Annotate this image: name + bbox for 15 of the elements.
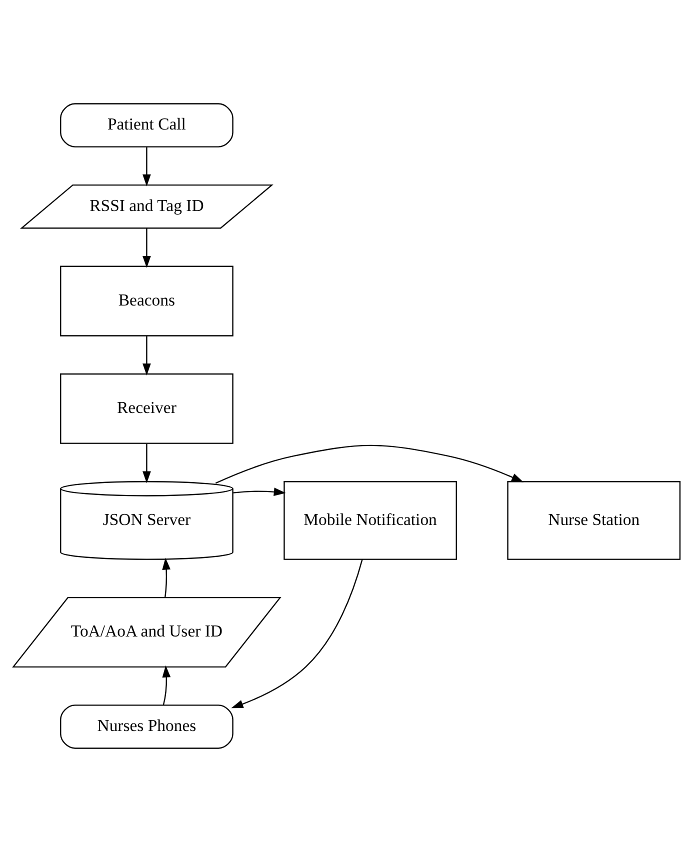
node-box: Patient Call xyxy=(60,103,234,148)
arrow xyxy=(142,228,151,268)
arrow xyxy=(142,444,151,484)
arrow xyxy=(142,336,151,376)
arrow xyxy=(231,559,363,708)
arrow xyxy=(162,558,170,598)
arrow xyxy=(142,147,151,186)
arrow xyxy=(162,665,171,706)
node-box: Beacons xyxy=(60,266,234,336)
node-box: Receiver xyxy=(60,373,234,444)
arrow xyxy=(215,444,524,484)
node-box: Mobile Notification xyxy=(284,481,457,560)
node-box: Nurse Station xyxy=(507,481,681,560)
node-box: Nurses Phones xyxy=(60,704,234,749)
arrow xyxy=(233,488,286,496)
